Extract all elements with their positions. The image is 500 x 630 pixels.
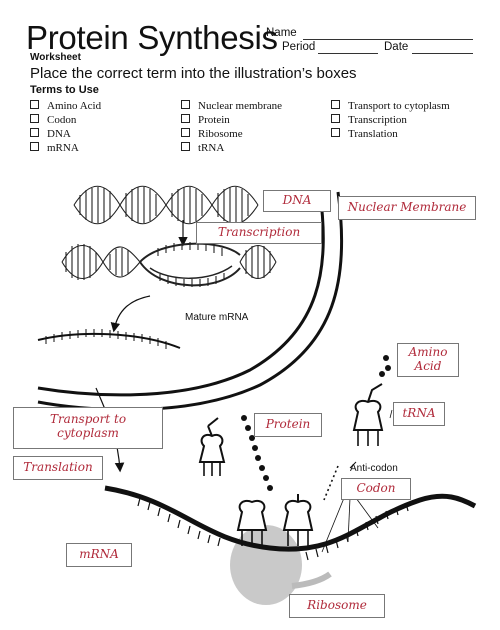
- anticodon-pointer: [349, 461, 357, 469]
- page-title: Protein Synthesis: [26, 19, 278, 56]
- name-field[interactable]: [303, 39, 473, 40]
- checkbox[interactable]: [181, 142, 190, 151]
- instructions: Place the correct term into the illustra…: [30, 65, 357, 82]
- term-item[interactable]: Transport to cytoplasm: [331, 99, 450, 113]
- checkbox[interactable]: [331, 100, 340, 109]
- answer-box-dna[interactable]: DNA: [263, 190, 331, 212]
- period-label: Period: [282, 41, 316, 53]
- checkbox[interactable]: [331, 114, 340, 123]
- date-label: Date: [384, 41, 409, 53]
- term-item[interactable]: tRNA: [181, 141, 224, 155]
- answer-box-translation[interactable]: Translation: [13, 456, 103, 480]
- term-item[interactable]: Codon: [30, 113, 76, 127]
- arrow-to-mature-mrna: [110, 295, 151, 333]
- trna-molecules: [198, 383, 384, 546]
- answer-box-transcription[interactable]: Transcription: [196, 222, 322, 244]
- term-item[interactable]: DNA: [30, 127, 71, 141]
- trna-pointer: [389, 409, 393, 419]
- answer-box-mrna[interactable]: mRNA: [66, 543, 132, 567]
- cytoplasm-mrna-strand: [104, 485, 477, 561]
- dna-helix: [73, 185, 259, 225]
- term-item[interactable]: mRNA: [30, 141, 79, 155]
- answer-box-amino-acid[interactable]: Amino Acid: [397, 343, 459, 377]
- answer-box-ribosome[interactable]: Ribosome: [289, 594, 385, 618]
- checkbox[interactable]: [30, 100, 39, 109]
- term-item[interactable]: Nuclear membrane: [181, 99, 282, 113]
- checkbox[interactable]: [181, 128, 190, 137]
- answer-box-protein[interactable]: Protein: [254, 413, 322, 437]
- answer-box-codon[interactable]: Codon: [341, 478, 411, 500]
- answer-box-trna[interactable]: tRNA: [393, 402, 445, 426]
- date-field[interactable]: [412, 53, 473, 54]
- answer-box-nuclear-membrane[interactable]: Nuclear Membrane: [338, 196, 476, 220]
- ribosome-shape: [230, 525, 302, 605]
- checkbox[interactable]: [331, 128, 340, 137]
- terms-heading: Terms to Use: [30, 84, 99, 96]
- codon-pointers: [321, 497, 379, 553]
- anticodon-label: Anti-codon: [350, 463, 398, 474]
- term-item[interactable]: Protein: [181, 113, 230, 127]
- answer-box-transport[interactable]: Transport to cytoplasm: [13, 407, 163, 449]
- checkbox[interactable]: [30, 142, 39, 151]
- transcription-dna: [61, 242, 277, 287]
- ribosome-arrow: [291, 571, 332, 589]
- name-label: Name: [266, 27, 297, 39]
- checkbox[interactable]: [30, 114, 39, 123]
- term-item[interactable]: Translation: [331, 127, 398, 141]
- protein-chain: [241, 355, 391, 491]
- term-item[interactable]: Transcription: [331, 113, 407, 127]
- period-field[interactable]: [318, 53, 378, 54]
- worksheet-subtitle: Worksheet: [30, 52, 81, 63]
- mature-mrna-strand: [37, 329, 181, 349]
- checkbox[interactable]: [181, 100, 190, 109]
- mature-mrna-label: Mature mRNA: [185, 312, 249, 323]
- anticodon-dots: [323, 465, 339, 501]
- term-item[interactable]: Amino Acid: [30, 99, 101, 113]
- term-item[interactable]: Ribosome: [181, 127, 243, 141]
- checkbox[interactable]: [30, 128, 39, 137]
- checkbox[interactable]: [181, 114, 190, 123]
